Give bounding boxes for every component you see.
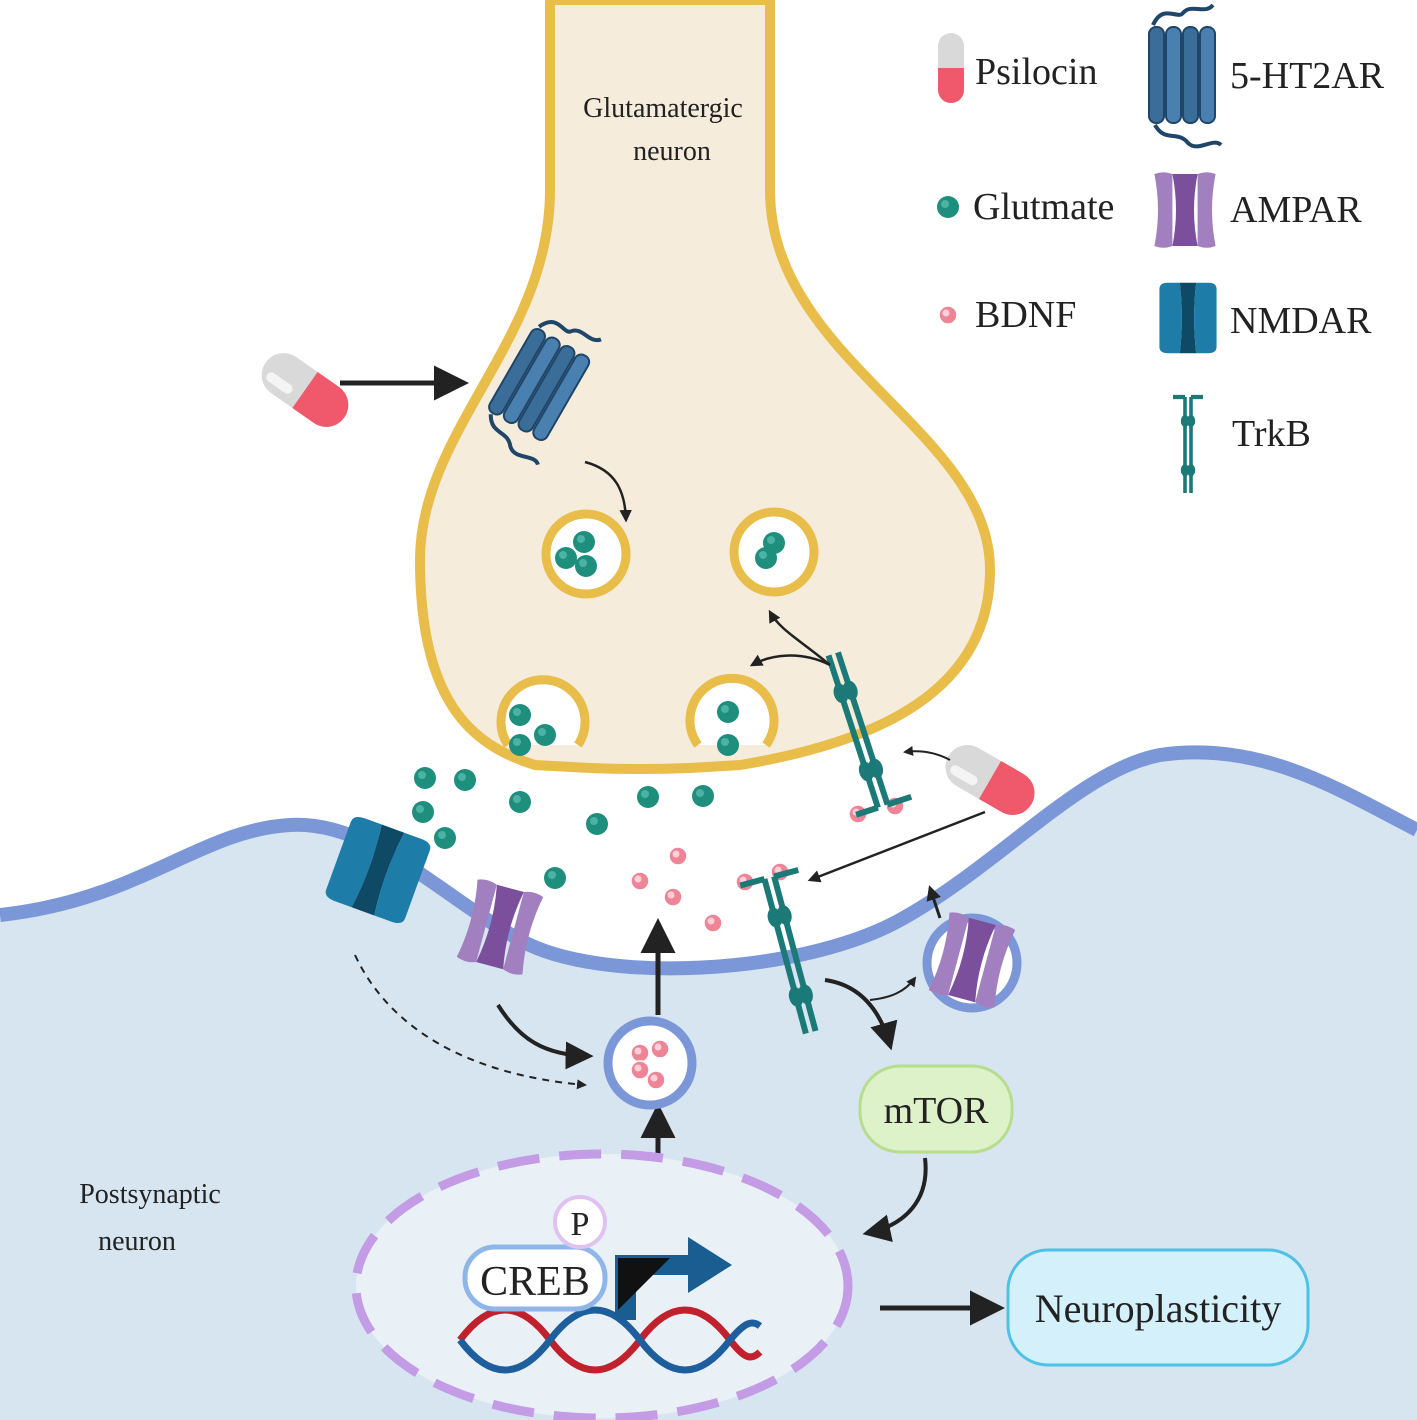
legend-5ht2ar: 5-HT2AR [1147, 3, 1385, 149]
presynaptic-label-line1: Glutamatergic [583, 93, 743, 124]
neuroplasticity-label: Neuroplasticity [1035, 1286, 1282, 1331]
vesicle-fusing-2 [685, 673, 779, 756]
legend-trkb-label: TrkB [1232, 413, 1311, 455]
pill-icon [938, 33, 964, 103]
postsynaptic-label-line1: Postsynaptic [79, 1179, 221, 1210]
nmdar-icon [1159, 282, 1217, 354]
vesicle-glutamate-2 [729, 507, 819, 597]
legend-glutamate-label: Glutmate [973, 186, 1114, 228]
postsynaptic-membrane [0, 745, 1417, 976]
legend-trkb: TrkB [1172, 394, 1311, 495]
phospho-label: P [571, 1206, 590, 1243]
vesicle-glutamate-1 [541, 509, 631, 599]
vesicle-fusing-1 [496, 675, 590, 756]
legend-ampar-label: AMPAR [1230, 189, 1362, 231]
legend-nmdar: NMDAR [1159, 282, 1372, 354]
legend-psilocin: Psilocin [938, 33, 1097, 103]
nucleus: CREB P [351, 1149, 853, 1420]
bdnf-cleft [630, 796, 905, 933]
trkb-presynaptic [807, 645, 913, 818]
legend: Psilocin Glutmate BDNF 5-HT2AR AMPAR NMD… [937, 3, 1385, 495]
glutamate-cleft [412, 767, 714, 889]
receptor-5ht2a-icon [1147, 3, 1223, 149]
trkb-postsynaptic [739, 867, 839, 1040]
legend-nmdar-label: NMDAR [1230, 300, 1372, 342]
postsynaptic-label-line2: neuron [98, 1226, 176, 1257]
legend-glutamate: Glutmate [937, 186, 1114, 228]
phospho-circle [553, 1195, 607, 1249]
ampar-icon [1154, 172, 1216, 248]
bdnf-vesicle [603, 1016, 697, 1110]
glutamate-dot-icon [937, 196, 959, 218]
presynaptic-label-line2: neuron [633, 136, 711, 167]
arrows [340, 365, 1005, 1326]
trkb-icon [1172, 394, 1204, 495]
legend-ampar: AMPAR [1154, 172, 1362, 248]
mtor-label: mTOR [884, 1090, 990, 1132]
ampar-vesicle [922, 910, 1022, 1013]
bdnf-dot-icon [938, 305, 958, 325]
legend-5ht2ar-label: 5-HT2AR [1230, 55, 1385, 97]
creb-label: CREB [480, 1259, 590, 1305]
mtor-box: mTOR [858, 1064, 1014, 1154]
legend-bdnf-label: BDNF [975, 294, 1076, 336]
transcription-arrow [615, 1237, 732, 1320]
psilocin-pill-1 [253, 344, 357, 436]
psilocin-pill-2 [937, 736, 1043, 824]
legend-bdnf: BDNF [938, 294, 1076, 336]
dna-strand-blue [457, 1306, 763, 1374]
legend-psilocin-label: Psilocin [975, 51, 1097, 93]
neuroplasticity-box: Neuroplasticity [1006, 1248, 1310, 1367]
creb-box [462, 1244, 608, 1312]
